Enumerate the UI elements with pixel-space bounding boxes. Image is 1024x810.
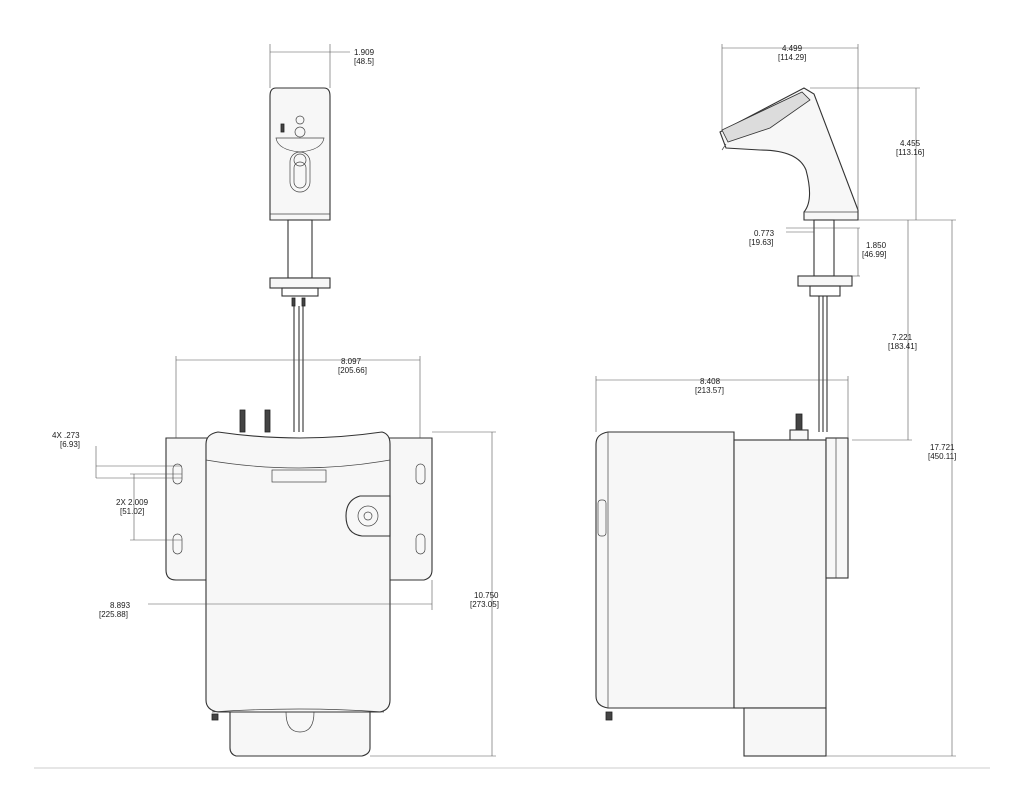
dim-value-mm: [46.99] xyxy=(862,250,886,259)
dim-value: 0.773 xyxy=(754,229,775,238)
control-box-side xyxy=(595,413,849,757)
dim-value: 1.850 xyxy=(866,241,887,250)
shank-side xyxy=(797,219,853,432)
dim-value-mm: [113.16] xyxy=(896,148,924,157)
dim-value: 17.721 xyxy=(930,443,955,452)
control-box-front xyxy=(205,409,391,757)
side-view: 4.499 [114.29] 4.455 [113.16] 0.773 [19.… xyxy=(595,44,956,757)
dim-value-mm: [51.02] xyxy=(120,507,144,516)
dim-value: 8.097 xyxy=(341,357,362,366)
dim-value-mm: [205.66] xyxy=(338,366,367,375)
dim-value-mm: [183.41] xyxy=(888,342,917,351)
dim-shank-length: 1.850 [46.99] xyxy=(862,241,887,259)
front-dimension-lines xyxy=(95,44,496,757)
dim-value: 4X .273 xyxy=(52,431,80,440)
dim-box-width: 8.097 [205.66] xyxy=(338,357,367,375)
shank-front xyxy=(269,219,331,432)
faucet-spout-side xyxy=(719,87,859,221)
dim-slot-spacing: 2X 2.009 [51.02] xyxy=(116,498,149,516)
dim-value-mm: [48.5] xyxy=(354,57,374,66)
dim-value-mm: [6.93] xyxy=(60,440,80,449)
dim-tube-length: 7.221 [183.41] xyxy=(888,333,917,351)
dim-value: 8.408 xyxy=(700,377,721,386)
dim-value: 1.909 xyxy=(354,48,375,57)
dim-value: 10.750 xyxy=(474,591,499,600)
dim-bracket-width: 8.893 [225.88] xyxy=(99,601,131,619)
dim-overall-height: 17.721 [450.11] xyxy=(928,443,956,461)
dim-value-mm: [225.88] xyxy=(99,610,128,619)
dim-value: 4.499 xyxy=(782,44,803,53)
dim-box-depth: 8.408 [213.57] xyxy=(695,377,724,395)
dim-shank-dia: 0.773 [19.63] xyxy=(749,229,775,247)
dim-value: 8.893 xyxy=(110,601,131,610)
dim-spout-reach: 4.499 [114.29] xyxy=(778,44,806,62)
dim-box-height: 10.750 [273.05] xyxy=(470,591,499,609)
dim-value-mm: [273.05] xyxy=(470,600,499,609)
dim-value-mm: [114.29] xyxy=(778,53,806,62)
dim-value: 4.455 xyxy=(900,139,921,148)
dim-slot-size: 4X .273 [6.93] xyxy=(52,431,80,449)
front-view: 1.909 [48.5] 8.097 [205.66] 4X .273 [6.9… xyxy=(52,44,499,757)
dim-value-mm: [213.57] xyxy=(695,386,724,395)
dim-spout-height: 4.455 [113.16] xyxy=(896,139,924,157)
dim-value-mm: [450.11] xyxy=(928,452,956,461)
dim-front-width: 1.909 [48.5] xyxy=(354,48,375,66)
dim-value: 2X 2.009 xyxy=(116,498,149,507)
faucet-head-front xyxy=(269,87,331,221)
dim-value: 7.221 xyxy=(892,333,913,342)
side-dimension-lines xyxy=(595,44,956,757)
dim-value-mm: [19.63] xyxy=(749,238,773,247)
